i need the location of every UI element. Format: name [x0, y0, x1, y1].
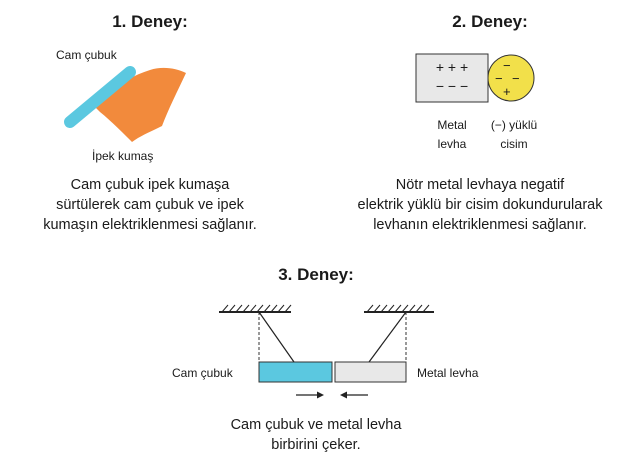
plate-positive-charges: + + + — [435, 59, 469, 75]
caption-line: levhanın elektriklenmesi sağlanır. — [373, 217, 587, 233]
charged-object-label: (−) yüklü cisim — [484, 116, 544, 154]
hanging-plate-label: Metal levha — [417, 366, 479, 380]
ceiling-hatch-left — [219, 304, 292, 313]
glass-rod — [64, 66, 136, 128]
experiment3-caption: Cam çubuk ve metal levha birbirini çeker… — [216, 415, 416, 455]
metal-plate-label: Metal levha — [422, 116, 482, 154]
rod-string — [258, 311, 295, 363]
caption-line: birbirini çeker. — [271, 437, 361, 453]
experiment1-title: 1. Deney: — [112, 12, 188, 31]
caption-line: kumaşın elektriklenmesi sağlanır. — [43, 217, 257, 233]
plate-string — [368, 311, 407, 363]
experiment2-title: 2. Deney: — [452, 12, 528, 31]
sphere-charge-1: − — [503, 58, 511, 73]
metal-plate — [415, 53, 489, 103]
negative-sphere — [487, 54, 535, 102]
attraction-arrow-right — [296, 391, 324, 399]
caption-line: elektrik yüklü bir cisim dokundurularak — [357, 197, 603, 213]
caption-line: Cam çubuk ipek kumaşa — [70, 177, 230, 193]
hanging-glass-rod — [258, 361, 333, 383]
sphere-charge-3: − — [512, 71, 520, 86]
label-line: cisim — [500, 137, 528, 151]
ceiling-hatch-right — [364, 304, 434, 313]
caption-line: Cam çubuk ve metal levha — [230, 417, 402, 433]
plate-charges: + + + − − − — [416, 58, 488, 96]
hanging-rod-label: Cam çubuk — [172, 366, 233, 380]
experiment2-caption: Nötr metal levhaya negatif elektrik yükl… — [325, 175, 632, 235]
experiment1-caption: Cam çubuk ipek kumaşa sürtülerek cam çub… — [5, 175, 295, 235]
sphere-charge-2: − — [495, 71, 503, 86]
sphere-charge-4: + — [503, 84, 511, 99]
caption-line: Nötr metal levhaya negatif — [395, 177, 565, 193]
caption-line: sürtülerek cam çubuk ve ipek — [56, 197, 244, 213]
silk-cloth-label: İpek kumaş — [92, 149, 154, 163]
hanging-metal-plate — [334, 361, 407, 383]
glass-rod-label: Cam çubuk — [56, 48, 117, 62]
label-line: Metal — [437, 118, 467, 132]
label-line: (−) yüklü — [490, 118, 538, 132]
silk-cloth — [92, 67, 186, 142]
experiment3-title: 3. Deney: — [278, 265, 354, 284]
attraction-arrow-left — [340, 391, 368, 399]
label-line: levha — [437, 137, 467, 151]
plate-negative-charges: − − − — [435, 78, 469, 94]
